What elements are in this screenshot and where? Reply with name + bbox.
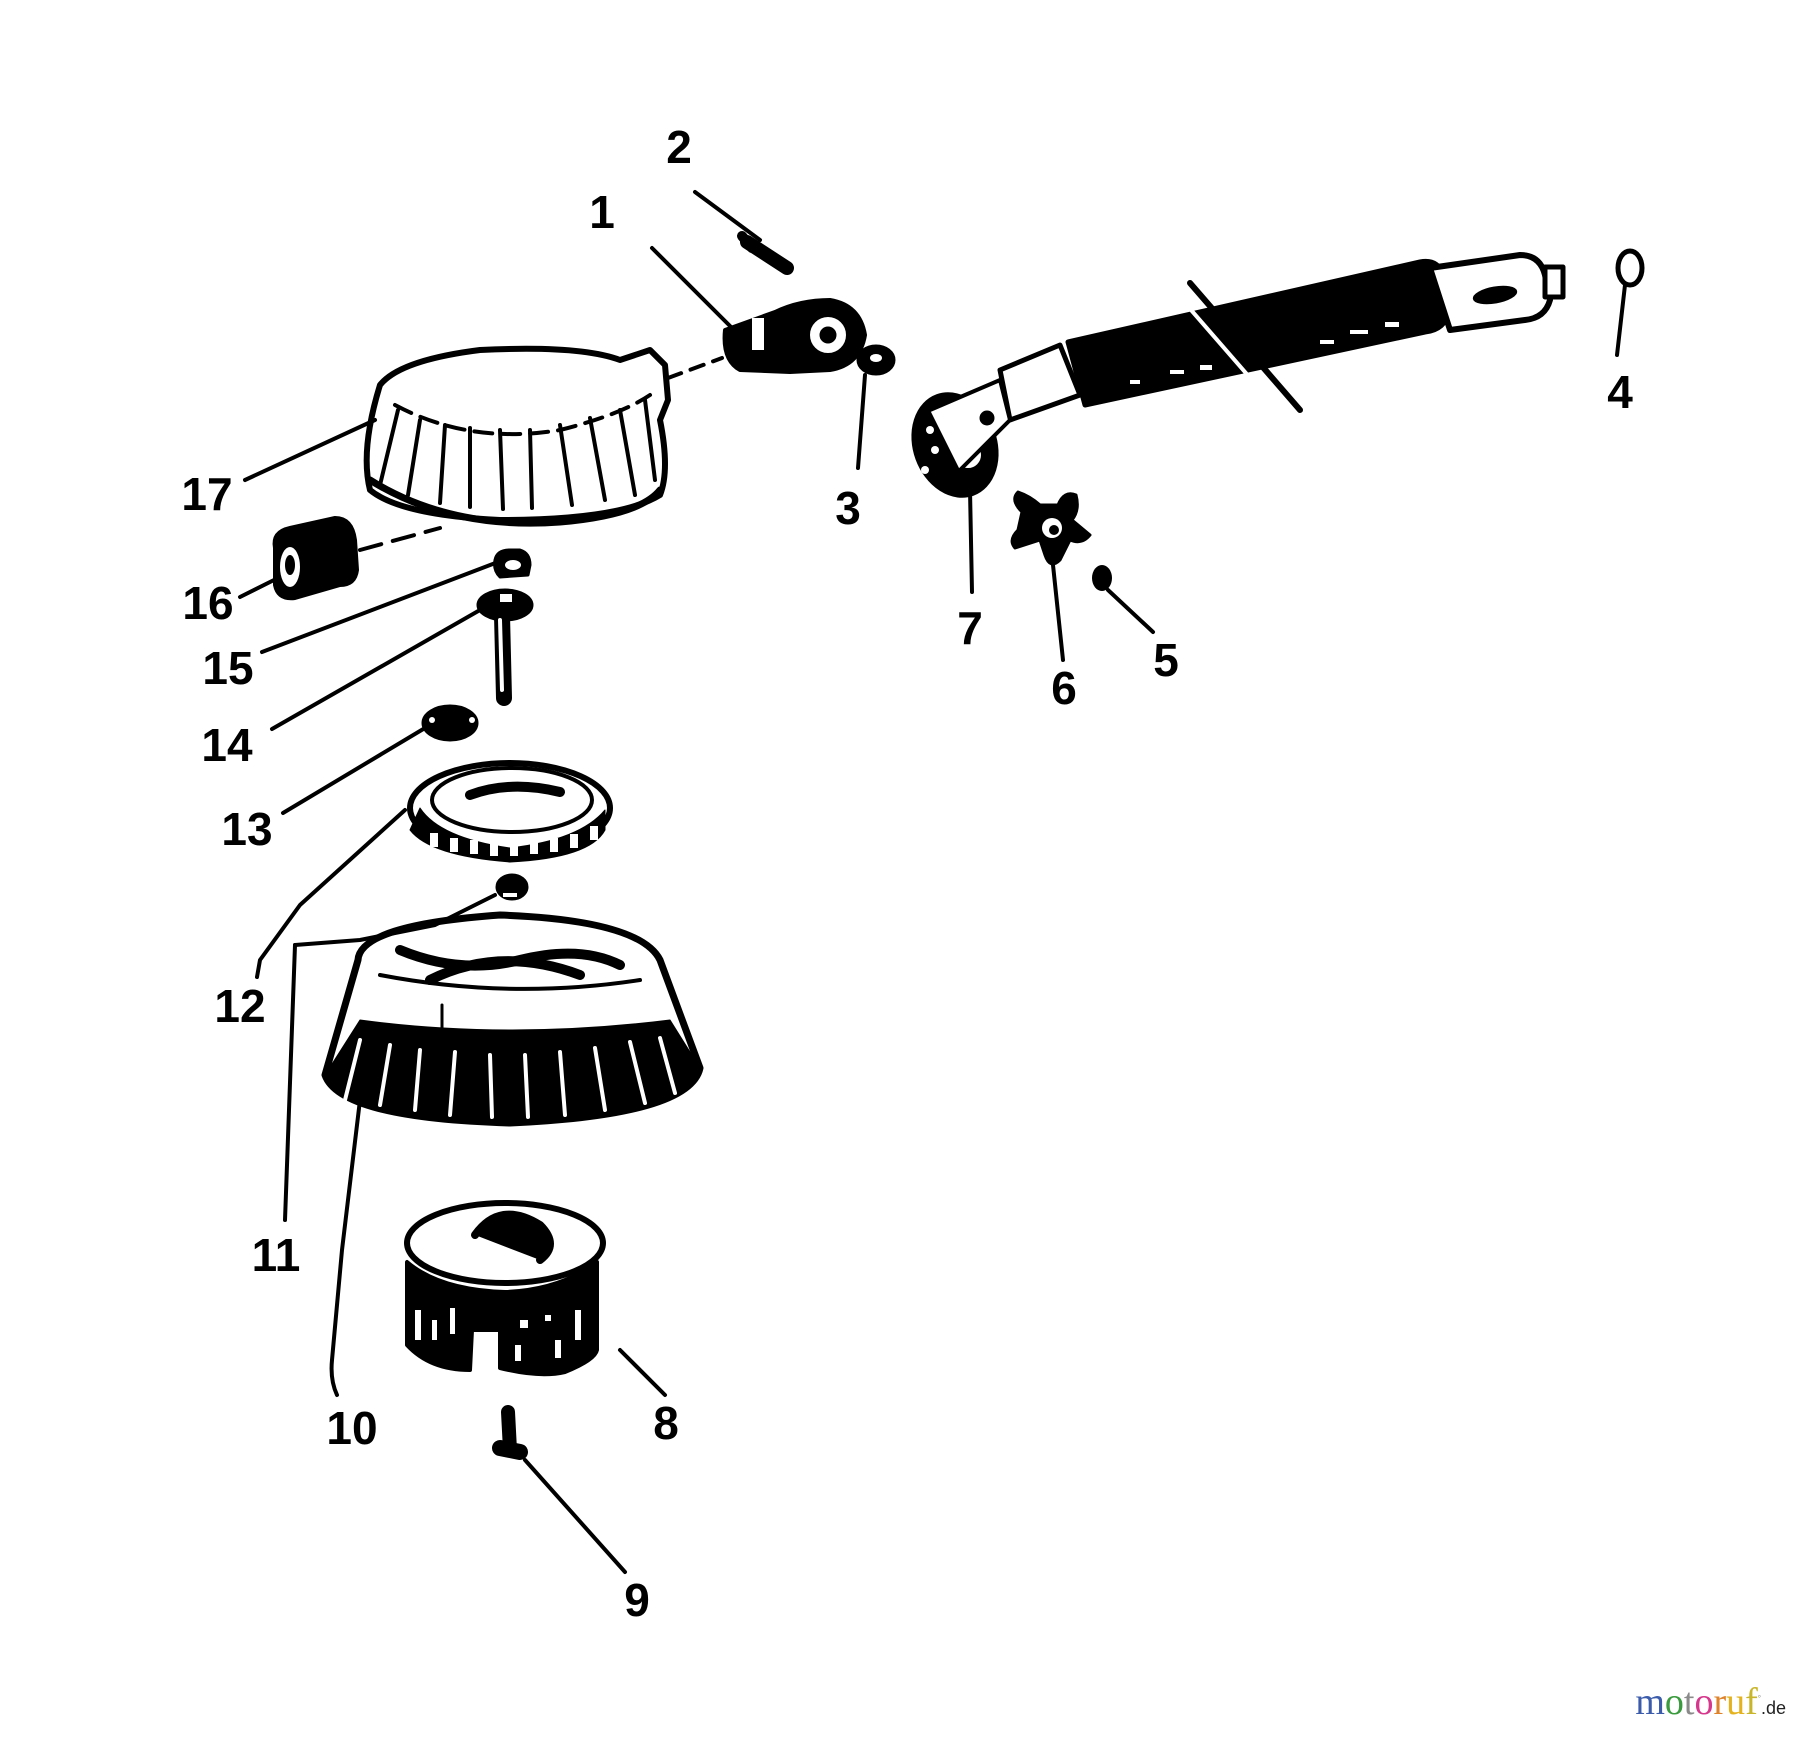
wm-registered-mark: °	[1757, 1693, 1761, 1703]
callout-3: 3	[835, 482, 861, 534]
screw-part-9	[492, 1405, 528, 1460]
wm-domain-suffix: .de	[1760, 1698, 1786, 1718]
pin-part-14	[476, 588, 534, 706]
pulley-part-12	[407, 760, 613, 863]
wm-letter: o	[1694, 1681, 1714, 1723]
star-spring-part-6	[1010, 490, 1092, 566]
motoruf-watermark-logo: motoruf°.de	[1635, 1683, 1786, 1721]
callout-6: 6	[1051, 662, 1077, 714]
screw-part-2	[737, 231, 794, 275]
callout-17: 17	[181, 468, 233, 520]
callout-7: 7	[957, 602, 983, 654]
wm-letter: t	[1683, 1681, 1695, 1723]
callout-12: 12	[214, 980, 266, 1032]
wm-letter: f	[1745, 1681, 1758, 1723]
callout-10: 10	[326, 1402, 378, 1454]
wm-letter: m	[1635, 1681, 1665, 1723]
housing-part-10	[321, 911, 704, 1127]
callout-15: 15	[202, 642, 254, 694]
callout-5: 5	[1153, 634, 1179, 686]
fan-cup-part-8	[404, 1200, 606, 1377]
callout-4: 4	[1607, 366, 1633, 418]
plug-part-16	[272, 516, 359, 601]
ball-part-5	[1092, 565, 1112, 591]
callout-14: 14	[201, 719, 253, 771]
callout-11: 11	[251, 1229, 301, 1281]
washer-part-3	[856, 344, 896, 376]
wm-letter: r	[1713, 1681, 1727, 1723]
nut-part-11	[495, 873, 529, 901]
wm-letter: o	[1664, 1681, 1684, 1723]
nut-part-15	[493, 548, 532, 579]
callout-16: 16	[182, 577, 234, 629]
arm-part-1	[722, 298, 867, 374]
retainer-part-13	[421, 704, 479, 742]
starter-housing-part-17	[363, 345, 671, 527]
callout-2: 2	[666, 121, 692, 173]
rope-part-7	[911, 252, 1566, 498]
callout-1: 1	[589, 186, 615, 238]
ring-part-4	[1615, 248, 1645, 288]
callout-9: 9	[624, 1574, 650, 1626]
callout-13: 13	[221, 803, 273, 855]
leader-lines	[238, 190, 1627, 1574]
callout-8: 8	[653, 1397, 679, 1449]
wm-letter: u	[1726, 1681, 1746, 1723]
